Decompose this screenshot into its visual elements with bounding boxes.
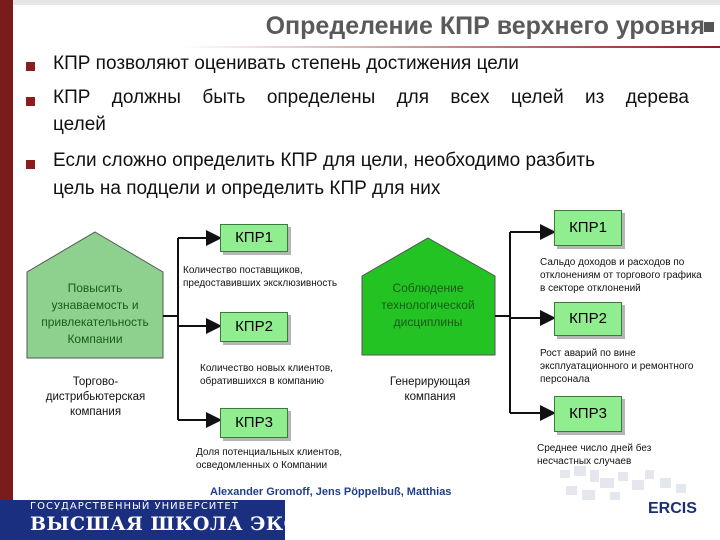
- bullet-text-2-cont: целей: [53, 114, 106, 135]
- bullet-text-2: КПР должны быть определены для всех целе…: [53, 87, 689, 108]
- mid-goal-text: Соблюдение технологической дисциплины: [381, 281, 475, 329]
- mid-goal-pentagon: [361, 237, 496, 356]
- right-kpr2-box: КПР2: [554, 302, 622, 336]
- right-kpr1-box: КПР1: [554, 210, 622, 246]
- bullet-square-icon: [26, 97, 35, 106]
- left-kpr1-box: КПР1: [220, 224, 288, 252]
- hse-logo: ГОСУДАРСТВЕННЫЙ УНИВЕРСИТЕТ ВЫСШАЯ ШКОЛА…: [30, 501, 412, 539]
- hse-logo-band: [0, 500, 285, 540]
- title-underline: [180, 46, 720, 48]
- mid-company-label: Генерирующая компания: [389, 376, 471, 403]
- left-kpr2-desc: Количество новых клиентов, обратившихся …: [200, 363, 333, 387]
- right-kpr3-box: КПР3: [554, 396, 622, 432]
- left-goal-pentagon: [26, 231, 164, 359]
- slide-title: Определение КПР верхнего уровня: [265, 12, 705, 40]
- bullet-text-3-cont: цель на подцели и определить КПР для них: [53, 178, 441, 199]
- hse-logo-top-text: ГОСУДАРСТВЕННЫЙ УНИВЕРСИТЕТ: [30, 501, 239, 512]
- right-kpr3-desc: Среднее число дней без несчастных случае…: [537, 443, 652, 467]
- bullet-text-3: Если сложно определить КПР для цели, нео…: [53, 150, 596, 171]
- title-square-icon: [704, 22, 714, 32]
- left-kpr3-box: КПР3: [220, 408, 288, 438]
- author-credit: Alexander Gromoff, Jens Pöppelbuß, Matth…: [210, 486, 452, 498]
- ercis-logo: ERCIS: [648, 500, 697, 517]
- left-company-label: Торгово- дистрибьютерская компания: [45, 376, 146, 418]
- bullet-square-icon: [26, 62, 35, 71]
- hse-logo-main-text: ВЫСШАЯ ШКОЛА ЭКОНОМИКИ: [30, 513, 413, 535]
- top-decor-bar: [13, 0, 720, 5]
- left-accent-stripe: [0, 0, 13, 540]
- right-kpr2-desc: Рост аварий по вине эксплуатационного и …: [540, 348, 694, 385]
- right-kpr1-desc: Сальдо доходов и расходов по отклонениям…: [540, 257, 702, 294]
- bullet-text-1: КПР позволяют оценивать степень достижен…: [53, 53, 519, 74]
- left-kpr2-box: КПР2: [220, 312, 288, 342]
- left-goal-text: Повысить узнаваемость и привлекательност…: [41, 281, 149, 346]
- bullet-square-icon: [26, 160, 35, 169]
- left-kpr3-desc: Доля потенциальных клиентов, осведомленн…: [196, 447, 343, 471]
- left-kpr1-desc: Количество поставщиков, предоставивших э…: [183, 265, 338, 289]
